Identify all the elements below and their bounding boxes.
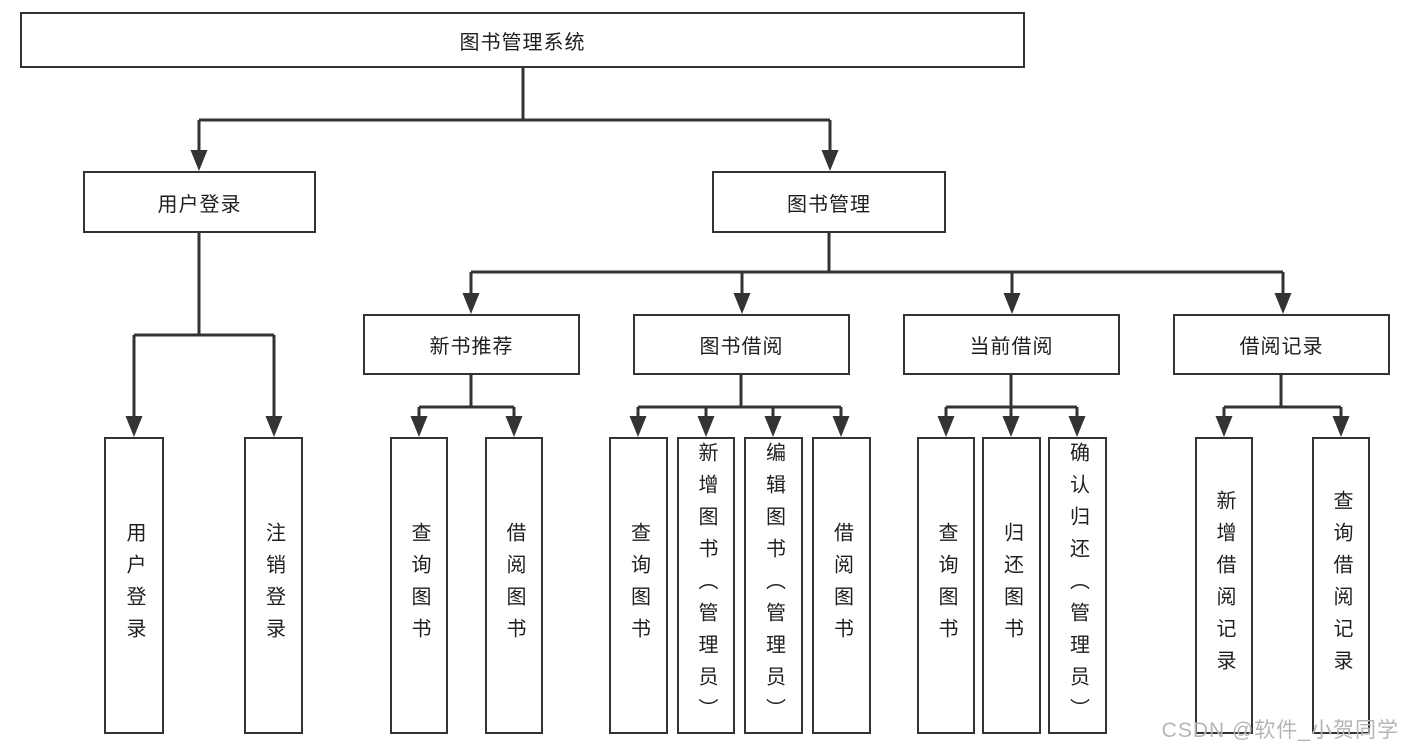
leaf-add-books-admin: 新增图书（管理员） bbox=[677, 437, 735, 734]
node-current-borrow: 当前借阅 bbox=[903, 314, 1120, 375]
node-label: 新增借阅记录 bbox=[1213, 489, 1235, 682]
leaf-return-books: 归还图书 bbox=[982, 437, 1041, 734]
node-label: 确认归还（管理员） bbox=[1066, 441, 1089, 730]
connector-current-borrow-to-leaves bbox=[937, 375, 1086, 437]
leaf-borrow-books: 借阅图书 bbox=[812, 437, 871, 734]
connector-borrow-records-to-leaves bbox=[1215, 375, 1350, 437]
node-label: 新增图书（管理员） bbox=[695, 441, 717, 730]
leaf-query-books-recommend: 查询图书 bbox=[390, 437, 448, 734]
node-label: 查询图书 bbox=[627, 521, 650, 650]
csdn-watermark: CSDN @软件_小贺同学 bbox=[1161, 719, 1399, 742]
node-label: 归还图书 bbox=[1000, 521, 1023, 650]
node-label: 新书推荐 bbox=[429, 336, 514, 358]
node-user-login: 用户登录 bbox=[83, 171, 316, 233]
node-label: 用户登录 bbox=[157, 193, 242, 216]
node-label: 图书管理系统 bbox=[459, 31, 586, 54]
connector-user-login-to-leaves bbox=[125, 233, 283, 437]
leaf-query-books-borrow: 查询图书 bbox=[609, 437, 668, 734]
node-label: 借阅图书 bbox=[830, 521, 853, 650]
connector-root-to-level1 bbox=[190, 68, 839, 171]
node-borrow-records: 借阅记录 bbox=[1173, 314, 1390, 375]
node-label: 借阅记录 bbox=[1239, 336, 1324, 358]
node-label: 图书管理 bbox=[787, 193, 871, 216]
node-label: 查询图书 bbox=[408, 521, 430, 650]
node-new-book-recommend: 新书推荐 bbox=[363, 314, 580, 375]
leaf-edit-books-admin: 编辑图书（管理员） bbox=[744, 437, 803, 734]
node-label: 当前借阅 bbox=[969, 336, 1054, 358]
node-label: 查询图书 bbox=[935, 521, 957, 650]
leaf-user-login: 用户登录 bbox=[104, 437, 164, 734]
leaf-borrow-books-recommend: 借阅图书 bbox=[485, 437, 543, 734]
leaf-add-borrow-record: 新增借阅记录 bbox=[1195, 437, 1253, 734]
leaf-query-borrow-record: 查询借阅记录 bbox=[1312, 437, 1370, 734]
node-label: 借阅图书 bbox=[503, 521, 525, 650]
node-book-management: 图书管理 bbox=[712, 171, 946, 233]
node-label: 图书借阅 bbox=[699, 336, 784, 358]
connector-book-management-to-level2 bbox=[462, 233, 1292, 314]
node-label: 注销登录 bbox=[262, 521, 285, 650]
connector-new-book-recommend-to-leaves bbox=[410, 375, 523, 437]
leaf-logout: 注销登录 bbox=[244, 437, 303, 734]
leaf-query-books-current: 查询图书 bbox=[917, 437, 975, 734]
node-label: 编辑图书（管理员） bbox=[762, 441, 785, 730]
node-label: 查询借阅记录 bbox=[1330, 489, 1352, 682]
node-label: 用户登录 bbox=[123, 521, 145, 650]
node-book-borrow: 图书借阅 bbox=[633, 314, 850, 375]
connector-book-borrow-to-leaves bbox=[629, 375, 850, 437]
node-root-library-system: 图书管理系统 bbox=[20, 12, 1025, 68]
leaf-confirm-return-admin: 确认归还（管理员） bbox=[1048, 437, 1107, 734]
